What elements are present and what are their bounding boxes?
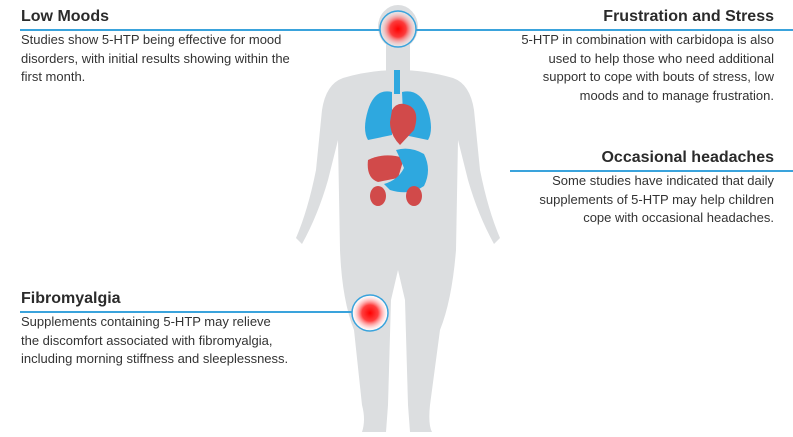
kidney-left-icon [370,186,386,206]
knee-hotspot-icon [351,294,389,332]
section-title: Low Moods [21,8,109,25]
headaches-section: Occasional headaches Some studies have i… [530,148,774,228]
fibromyalgia-section: Fibromyalgia Supplements containing 5-HT… [21,289,289,369]
headaches-connector [510,170,793,172]
liver-icon [367,155,404,182]
body-silhouette [296,5,500,432]
low-moods-section: Low Moods Studies show 5-HTP being effec… [21,7,296,87]
section-description: Some studies have indicated that daily s… [539,173,774,225]
section-description: Studies show 5-HTP being effective for m… [21,32,290,84]
kidney-right-icon [406,186,422,206]
section-description: 5-HTP in combination with carbidopa is a… [521,32,774,103]
section-title: Fibromyalgia [21,290,121,307]
section-description: Supplements containing 5-HTP may relieve… [21,314,289,366]
frustration-connector [416,29,793,31]
head-hotspot-icon [379,10,417,48]
stomach-icon [384,148,428,193]
section-title: Occasional headaches [601,149,774,166]
section-title: Frustration and Stress [603,8,774,25]
heart-icon [390,103,417,145]
low-moods-connector [20,29,380,31]
frustration-section: Frustration and Stress 5-HTP in combinat… [520,7,774,105]
fibromyalgia-connector [20,311,352,313]
